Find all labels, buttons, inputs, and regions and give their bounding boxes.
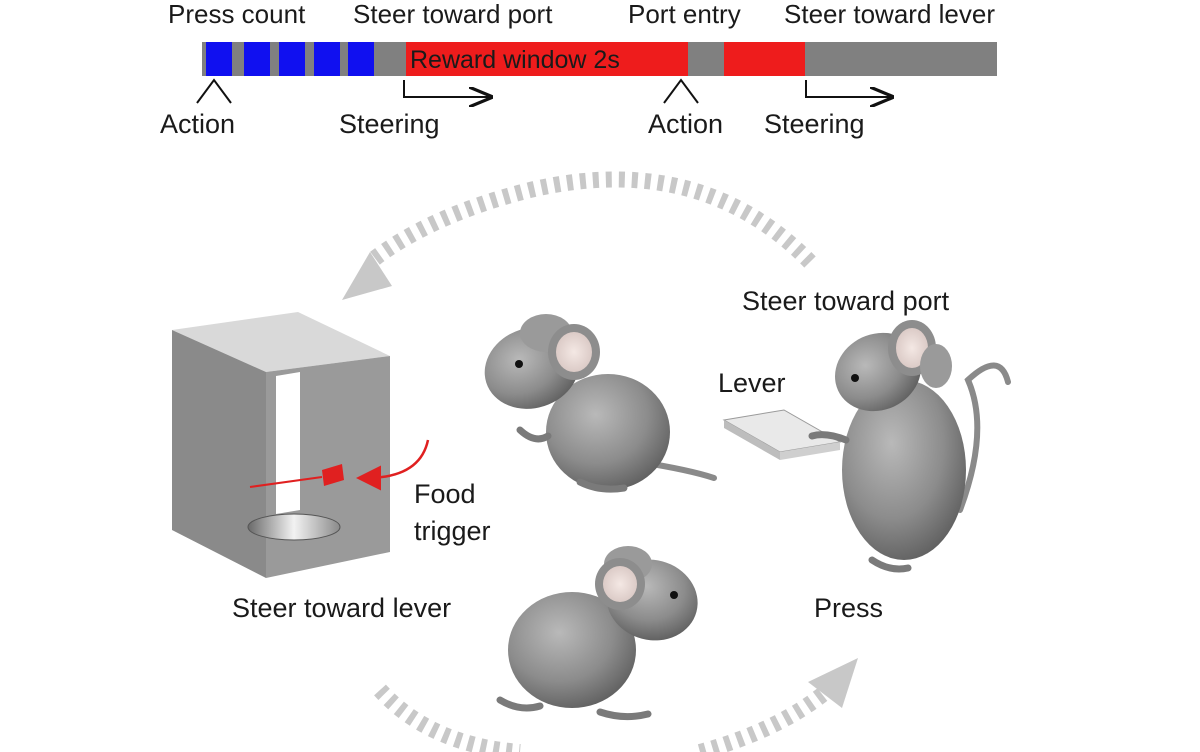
press-event (244, 42, 270, 76)
header-port-entry: Port entry (628, 0, 741, 29)
port-entry-bar (724, 42, 805, 76)
reward-window-label: Reward window 2s (410, 46, 620, 74)
mouse-icon (808, 320, 1011, 573)
label-food: Food (414, 479, 476, 509)
label-action-2: Action (648, 109, 723, 139)
label-trigger: trigger (414, 516, 491, 546)
press-event (279, 42, 305, 76)
header-steer-toward-port: Steer toward port (353, 0, 553, 29)
label-steering-2: Steering (764, 109, 865, 139)
label-steer-toward-port: Steer toward port (742, 286, 950, 316)
mouse-icon (484, 314, 717, 493)
label-action-1: Action (160, 109, 235, 139)
label-lever: Lever (718, 368, 786, 398)
label-steer-toward-lever: Steer toward lever (232, 593, 451, 623)
reward-window-bar (406, 42, 688, 76)
steering-arrow-2 (805, 80, 892, 97)
header-press-count: Press count (168, 0, 306, 29)
mouse-icon (496, 546, 698, 721)
press-event (206, 42, 232, 76)
steering-arrow-1 (403, 80, 491, 97)
press-event (314, 42, 340, 76)
action-caret-1 (196, 78, 232, 104)
timeline: Press count Steer toward port Port entry… (160, 0, 997, 139)
action-caret-2 (663, 78, 699, 104)
press-event (348, 42, 374, 76)
food-box-icon (172, 312, 430, 578)
label-press: Press (814, 593, 883, 623)
label-steering-1: Steering (339, 109, 440, 139)
lever-icon (722, 409, 842, 460)
cycle-arrow-icon (342, 171, 858, 752)
header-steer-toward-lever: Steer toward lever (784, 0, 995, 29)
